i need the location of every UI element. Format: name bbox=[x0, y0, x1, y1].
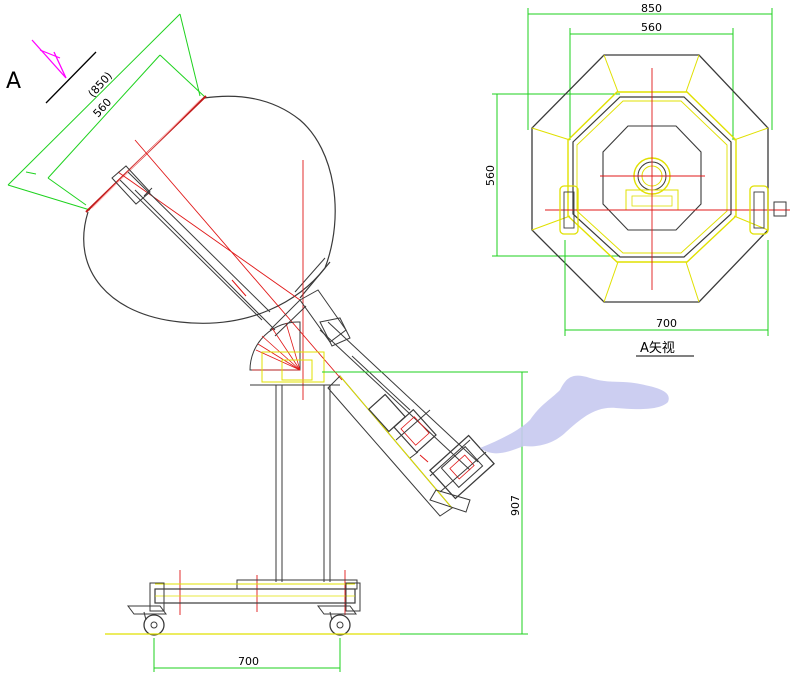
height-dimension bbox=[322, 371, 528, 635]
view-marker: A bbox=[6, 39, 97, 104]
side-view: A (850) 560 bbox=[6, 13, 669, 672]
caster-wheel-left bbox=[127, 605, 167, 636]
base-width-dimension bbox=[153, 638, 341, 672]
gearbox bbox=[367, 393, 437, 454]
top-height-label: 560 bbox=[484, 165, 497, 186]
bowl-outer-dim: (850) bbox=[86, 69, 115, 100]
octagon-ring-inner bbox=[572, 96, 732, 258]
height-label: 907 bbox=[509, 495, 522, 516]
caster-wheel-right bbox=[317, 605, 357, 636]
drive-shaft bbox=[111, 165, 276, 331]
base-frame bbox=[149, 582, 361, 612]
top-centerlines bbox=[545, 68, 790, 290]
tilt-pivot bbox=[249, 289, 351, 386]
top-outer-dimension bbox=[527, 8, 773, 130]
octagon-core bbox=[602, 125, 702, 231]
top-base-dimension bbox=[564, 240, 769, 336]
top-height-dimension bbox=[492, 93, 620, 257]
top-inner-label: 560 bbox=[641, 21, 662, 34]
view-marker-label: A bbox=[6, 69, 21, 94]
top-inner-dimension bbox=[569, 28, 734, 140]
top-outer-label: 850 bbox=[641, 2, 662, 15]
scan-smudge bbox=[480, 375, 669, 454]
support-column bbox=[236, 385, 358, 590]
base-width-label: 700 bbox=[238, 655, 259, 668]
bearing-right bbox=[749, 185, 787, 235]
top-radial-lines bbox=[531, 54, 769, 303]
view-caption: A矢视 bbox=[640, 341, 675, 356]
top-view: 850 560 560 bbox=[484, 2, 790, 357]
view-arrow-icon bbox=[31, 39, 67, 79]
top-base-label: 700 bbox=[656, 317, 677, 330]
motor-arm bbox=[319, 321, 479, 517]
bowl-dimensions bbox=[7, 13, 207, 211]
drive-motor bbox=[409, 434, 495, 513]
coating-bowl bbox=[83, 95, 336, 324]
bearing-left bbox=[559, 185, 579, 235]
octagon-ring-outer bbox=[567, 91, 737, 263]
